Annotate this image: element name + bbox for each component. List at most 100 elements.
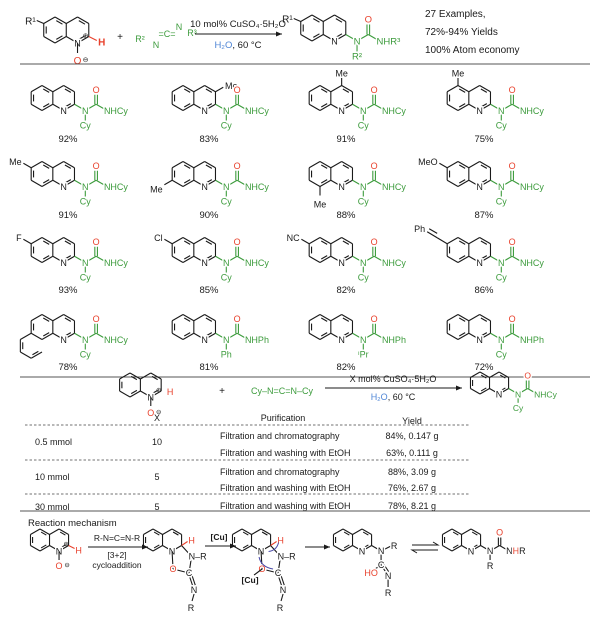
bond [341, 161, 353, 169]
bond [446, 179, 459, 187]
amide-nitrogen: N [354, 37, 361, 48]
bond [442, 528, 453, 535]
carbonyl-oxygen: O [234, 161, 241, 171]
n-substituent: R² [352, 51, 362, 62]
bond [498, 388, 509, 395]
bond [479, 332, 491, 340]
double-bond [458, 240, 466, 245]
double-bond [480, 88, 488, 93]
bond [74, 179, 86, 187]
bond [241, 528, 252, 535]
dcc-reagent: Cy–N=C=N–Cy [251, 386, 314, 396]
carbonyl-oxygen: O [509, 314, 516, 324]
double-bond [64, 164, 72, 169]
bond [330, 103, 342, 111]
quinoline-core: N [142, 528, 183, 558]
n-substituent: Cy [358, 197, 369, 207]
step-label: [3+2] [107, 550, 126, 560]
bond [341, 237, 353, 245]
bond [383, 563, 391, 574]
carbonyl-oxygen: O [365, 15, 372, 26]
bond [330, 237, 342, 245]
reactive-hydrogen: H [75, 546, 82, 556]
bond [457, 103, 470, 111]
arrow-head [276, 31, 282, 37]
r3-label: R³ [187, 28, 197, 38]
quinoline-core: N [171, 314, 217, 347]
r-group: R [487, 561, 494, 571]
temperature-label: , 60 °C [232, 40, 261, 51]
double-bond [183, 240, 191, 245]
carbonyl-oxygen: O [496, 528, 503, 538]
bond [193, 237, 205, 245]
double-bond [205, 179, 213, 184]
substituent-label: NC [287, 233, 300, 243]
yield-label: 91% [336, 134, 356, 145]
double-bond [151, 375, 158, 381]
bond [319, 103, 332, 111]
bond [270, 545, 281, 557]
nitrogen-atom: N [359, 547, 366, 557]
scale-cell: 10 mmol [35, 472, 70, 482]
bond [193, 332, 205, 340]
bond [319, 314, 332, 322]
double-bond [480, 332, 488, 337]
n-substituent: Cy [496, 197, 507, 207]
bond [251, 528, 262, 535]
bond [311, 14, 324, 22]
bond [204, 237, 216, 245]
quinoline-core: N [332, 528, 373, 558]
substituent-label: Me [150, 184, 163, 194]
nitrogen-atom: N [476, 335, 483, 345]
purification-cell: Filtration and washing with EtOH [220, 483, 351, 493]
bond [280, 573, 286, 587]
quinoline-core: N [446, 237, 492, 270]
amine-substituent: NHCy [382, 182, 406, 192]
double-bond [153, 531, 160, 536]
double-bond [205, 317, 213, 322]
amine-substituent: NHCy [382, 106, 406, 116]
double-bond [183, 103, 191, 108]
substituent-label: Me [9, 157, 22, 167]
double-bond [183, 179, 191, 184]
quinoline-core: N [300, 14, 347, 48]
carbonyl-oxygen: O [524, 371, 531, 381]
quinoline-core: N [441, 528, 482, 558]
bond [171, 314, 184, 322]
bond [345, 34, 358, 42]
substituent-label: Me [452, 69, 465, 79]
n-substituent: Cy [513, 403, 524, 413]
amine-part: R [519, 546, 526, 556]
bond [171, 528, 182, 535]
bond [457, 255, 470, 263]
r-group: R [385, 588, 392, 598]
quinoline-core: N [171, 85, 217, 118]
bond [226, 332, 238, 340]
bond [260, 528, 271, 535]
bond [58, 528, 69, 535]
double-bond [335, 33, 343, 38]
carbonyl-oxygen: O [234, 237, 241, 247]
scale-cell: 0.5 mmol [35, 437, 72, 447]
quinoline-core: N [231, 528, 272, 558]
substituent-label: Me [314, 200, 327, 210]
bond [334, 14, 347, 22]
bond [470, 528, 481, 535]
quinoline-core: N [171, 237, 217, 270]
carbonyl-oxygen: O [93, 85, 100, 95]
n-substituent: ⁱPr [358, 350, 369, 360]
amide-nitrogen: N [82, 258, 89, 268]
carbodiimide-nitrogen: N [153, 40, 160, 50]
double-bond [42, 332, 50, 337]
negative-charge: ⊖ [83, 57, 89, 64]
bond [352, 103, 364, 111]
copper-label: [Cu] [242, 575, 259, 585]
bond [172, 568, 190, 574]
double-bond [59, 531, 66, 536]
bond [236, 332, 249, 340]
bond [188, 556, 193, 574]
yield-cell: 84%, 0.147 g [385, 431, 438, 441]
